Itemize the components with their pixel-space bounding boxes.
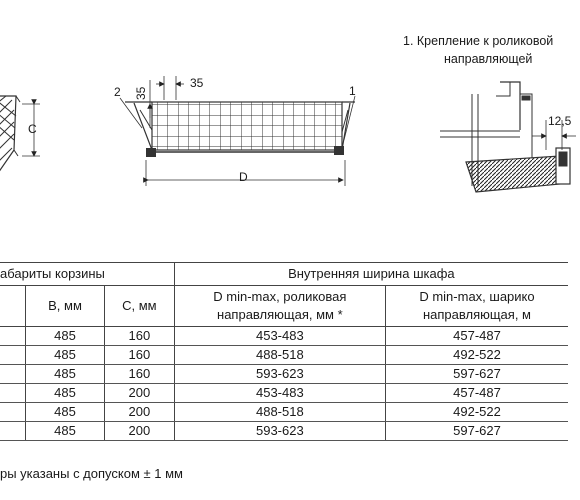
basket-spec-table: абариты корзины Внутренняя ширина шкафа … <box>0 262 568 441</box>
cell-b: 485 <box>24 402 105 422</box>
dim-label-12-5: 12,5 <box>548 114 572 128</box>
header-cabinet-width: Внутренняя ширина шкафа <box>173 262 568 286</box>
cell-b: 485 <box>24 364 105 384</box>
cell-ball: 597-627 <box>384 364 568 384</box>
table-row: 485 200 488-518 492-522 <box>0 402 568 422</box>
cell-roller: 593-623 <box>173 364 386 384</box>
cell-ball: 492-522 <box>384 345 568 365</box>
dim-label-height-35: 35 <box>134 86 148 100</box>
table-header-columns: В, мм С, мм D min-max, роликовая направл… <box>0 285 568 327</box>
cell-c: 200 <box>104 421 175 441</box>
callout-1: 1 <box>349 84 356 98</box>
cell-c: 200 <box>104 402 175 422</box>
header-col-a <box>0 285 26 327</box>
dim-label-c: C <box>28 122 37 136</box>
cell-b: 485 <box>24 421 105 441</box>
header-col-roller-line2: направляющая, мм * <box>217 307 343 322</box>
cell-c: 200 <box>104 383 175 403</box>
side-view-basket-drawing <box>0 95 40 172</box>
table-row: 485 200 453-483 457-487 <box>0 383 568 403</box>
table-row: 485 200 593-623 597-627 <box>0 421 568 441</box>
cell-b: 485 <box>24 383 105 403</box>
dim-label-d: D <box>239 170 248 184</box>
dim-label-width-35: 35 <box>190 76 204 90</box>
cell-ball: 457-487 <box>384 383 568 403</box>
cell-roller: 453-483 <box>173 383 386 403</box>
attachment-caption-line2: направляющей <box>444 52 533 66</box>
rail-attachment-drawing <box>440 81 576 193</box>
attachment-caption-line1: 1. Крепление к роликовой <box>403 34 554 48</box>
cell-ball: 492-522 <box>384 402 568 422</box>
cell-roller: 488-518 <box>173 402 386 422</box>
header-col-ball-line2: направляющая, м <box>422 307 531 322</box>
cell-c: 160 <box>104 326 175 346</box>
callout-2: 2 <box>114 85 121 99</box>
cell-c: 160 <box>104 364 175 384</box>
technical-drawings <box>0 76 576 193</box>
tolerance-note: ры указаны с допуском ± 1 мм <box>0 466 183 481</box>
header-basket-dimensions: абариты корзины <box>0 262 175 286</box>
table-row: 485 160 453-483 457-487 <box>0 326 568 346</box>
cell-ball: 597-627 <box>384 421 568 441</box>
header-col-ball-line1: D min-max, шарико <box>419 289 535 304</box>
header-col-roller: D min-max, роликовая направляющая, мм * <box>173 285 386 327</box>
table-header-groups: абариты корзины Внутренняя ширина шкафа <box>0 262 568 286</box>
cell-roller: 488-518 <box>173 345 386 365</box>
header-col-ball: D min-max, шарико направляющая, м <box>384 285 568 327</box>
cell-roller: 593-623 <box>173 421 386 441</box>
table-row: 485 160 488-518 492-522 <box>0 345 568 365</box>
front-view-basket-drawing <box>119 76 356 186</box>
cell-b: 485 <box>24 326 105 346</box>
header-col-roller-line1: D min-max, роликовая <box>213 289 347 304</box>
cell-ball: 457-487 <box>384 326 568 346</box>
cell-c: 160 <box>104 345 175 365</box>
cell-b: 485 <box>24 345 105 365</box>
cell-roller: 453-483 <box>173 326 386 346</box>
table-row: 485 160 593-623 597-627 <box>0 364 568 384</box>
header-col-b: В, мм <box>24 285 105 327</box>
header-col-c: С, мм <box>104 285 175 327</box>
